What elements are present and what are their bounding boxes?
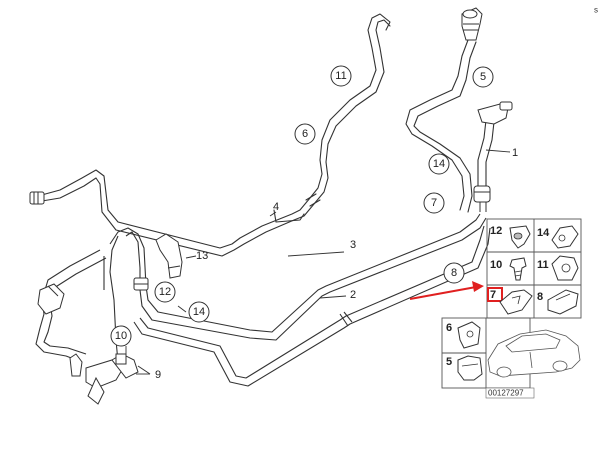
highlight-arrow <box>409 281 484 300</box>
grid-cell-11: 11 <box>537 255 579 281</box>
grid-num-7: 7 <box>490 289 496 301</box>
label-3: 3 <box>350 239 356 251</box>
callout-8: 8 <box>443 262 465 284</box>
grid-cell-8: 8 <box>537 289 579 315</box>
callout-12: 12 <box>154 281 176 303</box>
car-outline-icon <box>487 329 581 378</box>
parts-grid <box>441 218 582 389</box>
callout-5: 5 <box>472 66 494 88</box>
grid-cell-14: 14 <box>537 225 579 249</box>
callout-14-upper-label: 14 <box>433 158 445 170</box>
grid-cell-6: 6 <box>446 321 481 349</box>
callout-5-label: 5 <box>480 71 486 83</box>
hose-13 <box>155 233 183 279</box>
grid-cell-7: 7 <box>487 287 533 315</box>
top-quick-connector <box>461 7 483 41</box>
callout-6-label: 6 <box>302 128 308 140</box>
connector-12-clip <box>133 277 149 291</box>
grid-num-6: 6 <box>446 322 452 334</box>
label-2: 2 <box>350 289 356 301</box>
filter-top-fitting <box>477 101 513 125</box>
callout-10: 10 <box>110 325 132 347</box>
leader-lines <box>125 149 511 375</box>
label-13: 13 <box>196 250 208 262</box>
callout-11-label: 11 <box>335 70 346 82</box>
callout-7-label: 7 <box>431 197 437 209</box>
callout-8-label: 8 <box>451 267 457 279</box>
callout-11: 11 <box>330 65 352 87</box>
grid-cell-12: 12 <box>490 225 531 249</box>
fuel-line-3 <box>139 213 487 341</box>
highlight-box <box>487 287 503 302</box>
callouts: 11 5 6 14 7 8 12 14 <box>110 65 494 347</box>
label-9: 9 <box>155 369 161 381</box>
fuel-line-2 <box>133 225 491 387</box>
fuel-filter-line-1 <box>477 119 495 186</box>
callout-7: 7 <box>423 192 445 214</box>
grid-num-10: 10 <box>490 259 502 271</box>
grid-num-8: 8 <box>537 291 543 303</box>
grid-num-12: 12 <box>490 225 502 237</box>
doc-number: 00127297 <box>488 389 524 398</box>
callout-12-label: 12 <box>159 286 171 298</box>
grid-cell-5: 5 <box>446 355 483 381</box>
upper-fuel-line <box>35 13 391 257</box>
grid-num-11: 11 <box>537 259 549 271</box>
callout-14-lower-label: 14 <box>193 306 205 318</box>
label-1: 1 <box>512 147 518 159</box>
left-line-cap <box>37 283 65 315</box>
right-fuel-line <box>405 39 477 213</box>
callout-14-lower: 14 <box>188 301 210 323</box>
callout-14-upper: 14 <box>428 153 450 175</box>
callout-10-label: 10 <box>115 330 127 342</box>
corner-mark: s <box>594 6 598 15</box>
grid-num-5: 5 <box>446 356 452 368</box>
connector-assembly-9 <box>69 353 151 405</box>
upper-line-end-fitting <box>29 191 45 205</box>
callout-6: 6 <box>294 123 316 145</box>
grid-num-14: 14 <box>537 227 550 239</box>
filter-bottom-fitting <box>473 185 491 212</box>
grid-cell-10: 10 <box>490 257 527 281</box>
left-return-line <box>35 249 107 363</box>
label-4: 4 <box>273 201 279 213</box>
doc-number-frame <box>485 387 535 399</box>
